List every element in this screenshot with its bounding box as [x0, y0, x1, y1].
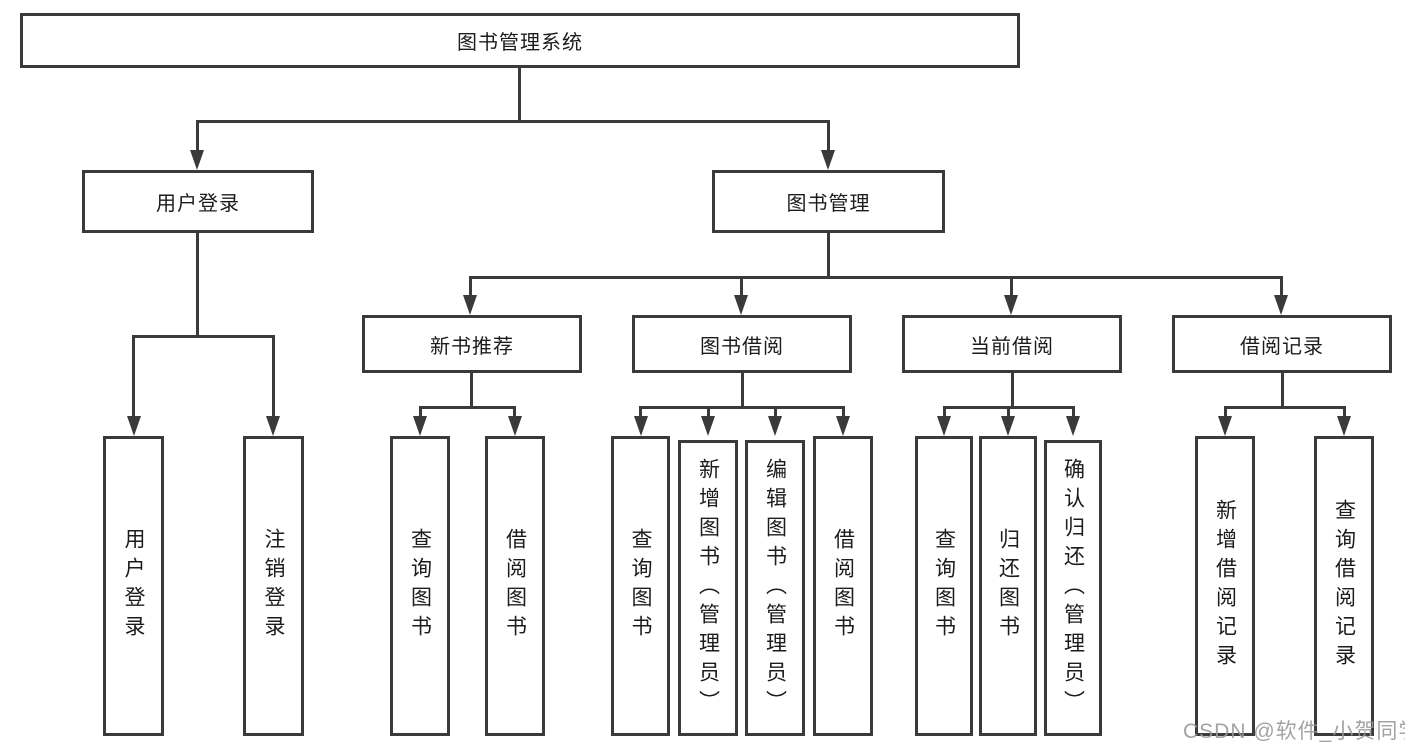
connector-line	[741, 373, 744, 409]
connector-line	[419, 406, 422, 418]
connector-line	[513, 406, 516, 418]
arrow-down-icon	[190, 150, 204, 170]
arrow-down-icon	[413, 416, 427, 436]
leaf-label: 新增图书（管理员）	[696, 457, 720, 719]
arrow-down-icon	[836, 416, 850, 436]
leaf-logout: 注销登录	[243, 436, 304, 736]
leaf-label: 编辑图书（管理员）	[763, 457, 787, 719]
leaf-query-borrow-record: 查询借阅记录	[1314, 436, 1374, 736]
leaf-label: 借阅图书	[831, 528, 855, 644]
connector-line	[196, 120, 199, 152]
arrow-down-icon	[1066, 416, 1080, 436]
arrow-down-icon	[937, 416, 951, 436]
node-library-management-system: 图书管理系统	[20, 13, 1020, 68]
arrow-down-icon	[634, 416, 648, 436]
node-new-book-recommendation: 新书推荐	[362, 315, 582, 373]
connector-line	[827, 120, 830, 152]
leaf-label: 借阅图书	[503, 528, 527, 644]
leaf-confirm-return-admin: 确认归还（管理员）	[1044, 440, 1102, 736]
connector-line	[469, 276, 472, 298]
csdn-watermark: CSDN @软件_小贺同学	[1183, 720, 1405, 743]
leaf-borrow-books: 借阅图书	[485, 436, 545, 736]
arrow-down-icon	[1004, 295, 1018, 315]
leaf-label: 查询图书	[408, 528, 432, 644]
node-book-management: 图书管理	[712, 170, 945, 233]
arrow-down-icon	[508, 416, 522, 436]
leaf-label: 查询图书	[629, 528, 652, 644]
connector-line	[1281, 373, 1284, 409]
connector-line	[132, 335, 275, 338]
connector-line	[518, 67, 521, 123]
connector-line	[1072, 406, 1075, 418]
leaf-borrow-books-2: 借阅图书	[813, 436, 873, 736]
node-current-borrowing: 当前借阅	[902, 315, 1122, 373]
node-book-borrowing: 图书借阅	[632, 315, 852, 373]
connector-line	[470, 373, 473, 409]
arrow-down-icon	[768, 416, 782, 436]
arrow-down-icon	[1218, 416, 1232, 436]
arrow-down-icon	[701, 416, 715, 436]
connector-line	[842, 406, 845, 418]
leaf-label: 用户登录	[122, 528, 145, 644]
leaf-edit-books-admin: 编辑图书（管理员）	[745, 440, 805, 736]
connector-line	[639, 406, 845, 409]
connector-line	[1007, 406, 1010, 418]
leaf-query-books: 查询图书	[390, 436, 450, 736]
connector-line	[827, 233, 830, 279]
connector-line	[707, 406, 710, 418]
leaf-label: 注销登录	[262, 528, 285, 644]
arrow-down-icon	[127, 416, 141, 436]
leaf-user-login: 用户登录	[103, 436, 164, 736]
leaf-label: 确认归还（管理员）	[1061, 457, 1085, 719]
connector-line	[774, 406, 777, 418]
connector-line	[1280, 276, 1283, 298]
connector-line	[132, 335, 135, 416]
leaf-label: 归还图书	[996, 528, 1020, 644]
connector-line	[1343, 406, 1346, 418]
arrow-down-icon	[463, 295, 477, 315]
connector-line	[196, 120, 830, 123]
connector-line	[196, 233, 199, 338]
connector-line	[272, 335, 275, 416]
arrow-down-icon	[734, 295, 748, 315]
connector-line	[1224, 406, 1346, 409]
arrow-down-icon	[1274, 295, 1288, 315]
connector-line	[419, 406, 516, 409]
node-user-login: 用户登录	[82, 170, 314, 233]
leaf-label: 查询借阅记录	[1332, 499, 1356, 673]
arrow-down-icon	[1337, 416, 1351, 436]
leaf-label: 新增借阅记录	[1213, 499, 1237, 673]
leaf-return-books: 归还图书	[979, 436, 1037, 736]
leaf-query-books-3: 查询图书	[915, 436, 973, 736]
connector-line	[1011, 373, 1014, 409]
arrow-down-icon	[821, 150, 835, 170]
arrow-down-icon	[266, 416, 280, 436]
connector-line	[1224, 406, 1227, 418]
leaf-add-books-admin: 新增图书（管理员）	[678, 440, 738, 736]
leaf-query-books-2: 查询图书	[611, 436, 670, 736]
leaf-add-borrow-record: 新增借阅记录	[1195, 436, 1255, 736]
connector-line	[1010, 276, 1013, 298]
connector-line	[740, 276, 743, 298]
connector-line	[639, 406, 642, 418]
connector-line	[469, 276, 1283, 279]
node-borrowing-records: 借阅记录	[1172, 315, 1392, 373]
leaf-label: 查询图书	[932, 528, 956, 644]
connector-line	[943, 406, 946, 418]
arrow-down-icon	[1001, 416, 1015, 436]
